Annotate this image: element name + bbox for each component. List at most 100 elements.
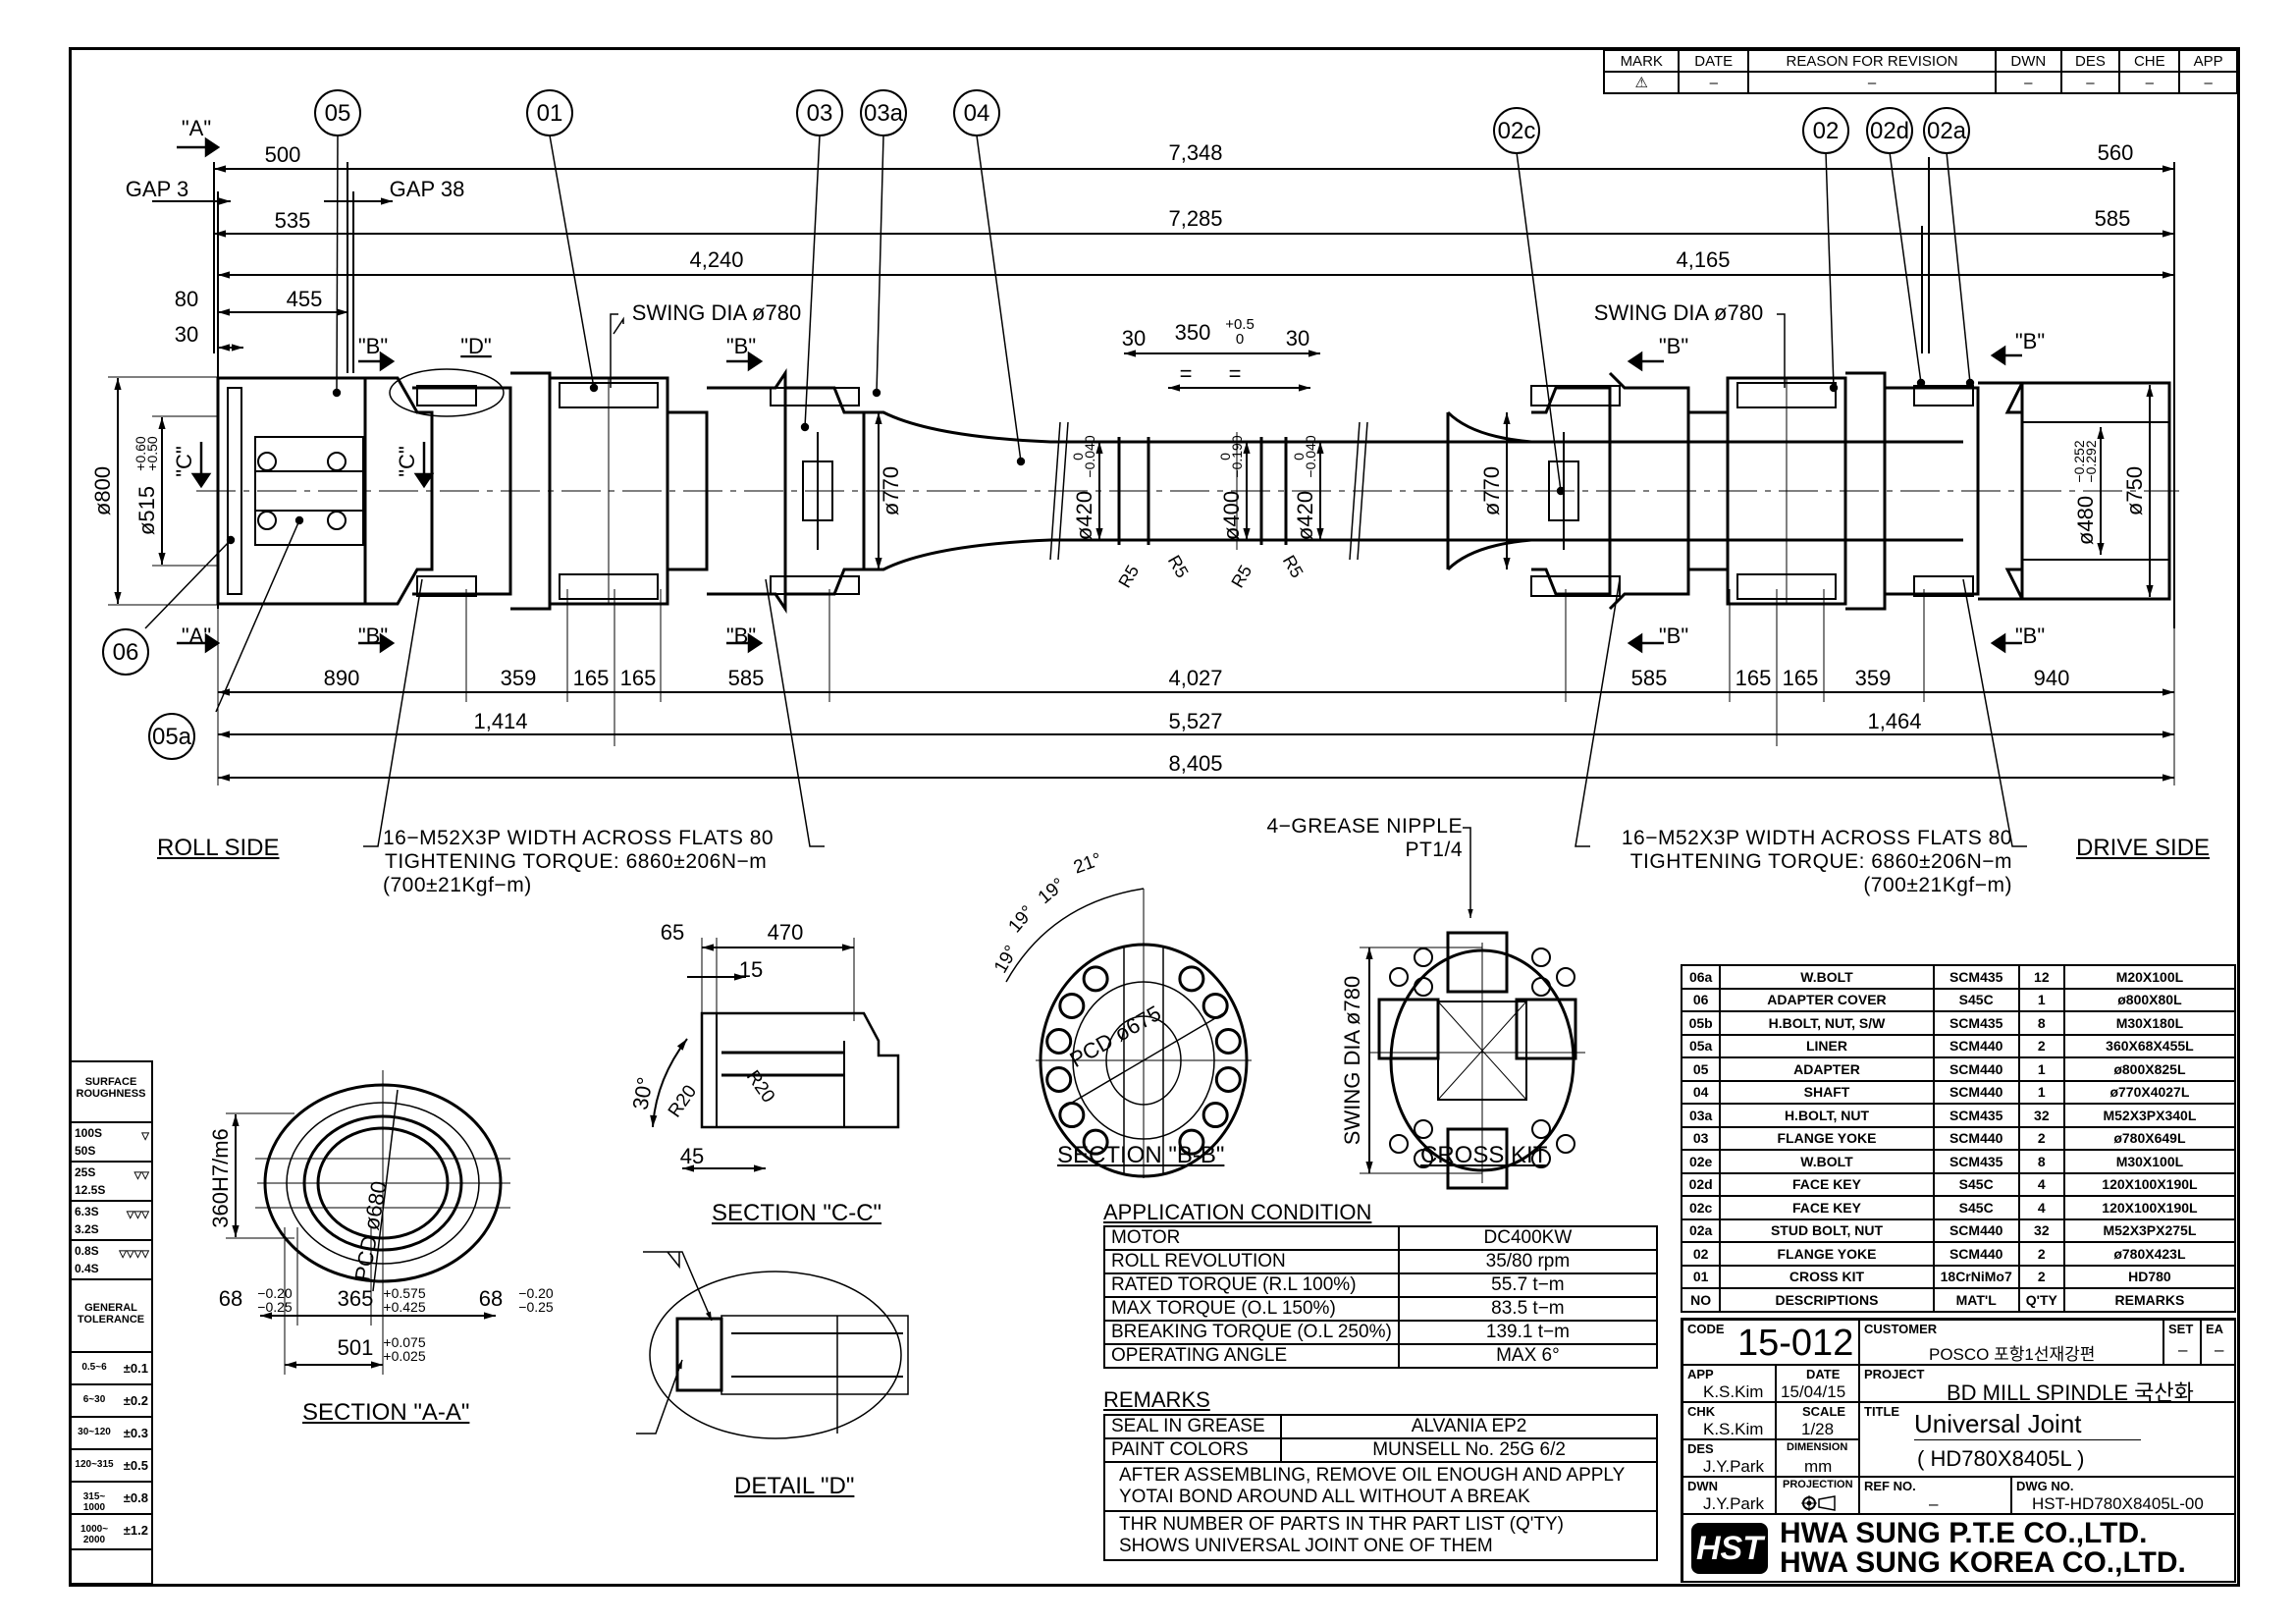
aa-dim-365-lo: +0.425 — [383, 1299, 425, 1315]
bolt-note-left-line3: (700±21Kgf−m) — [383, 874, 532, 896]
parts-cell: M30X100L — [2062, 1149, 2237, 1174]
parts-cell: 1 — [2017, 1056, 2065, 1082]
tb-dwg-label: DWG NO. — [2016, 1479, 2074, 1493]
balloon-04: 04 — [953, 89, 1000, 136]
dim-d400-tol-up: 0 — [1217, 453, 1233, 460]
balloon-02: 02 — [1802, 107, 1849, 154]
parts-cell: 4 — [2017, 1171, 2065, 1197]
parts-cell: 01 — [1680, 1264, 1722, 1289]
parts-cell: FLANGE YOKE — [1719, 1241, 1935, 1267]
dim-d420-left: ø420 — [1072, 491, 1096, 540]
tb-title-value: Universal Joint — [1914, 1409, 2141, 1440]
tb-dimension-label: DIMENSION — [1787, 1441, 1848, 1453]
aa-dim-68-left-up: −0.20 — [257, 1285, 293, 1301]
crosskit-bolt — [1389, 967, 1409, 987]
revision-value-cell: – — [1995, 71, 2062, 94]
tb-dwn-value: J.Y.Park — [1703, 1494, 1765, 1513]
application-param: OPERATING ANGLE — [1103, 1343, 1400, 1369]
parts-cell: 02d — [1680, 1171, 1722, 1197]
dim-gap3: GAP 3 — [126, 177, 188, 201]
parts-cell: ADAPTER COVER — [1719, 987, 1935, 1012]
parts-cell: 8 — [2017, 1010, 2065, 1036]
remarks-note-row: AFTER ASSEMBLING, REMOVE OIL ENOUGH AND … — [1103, 1461, 1658, 1512]
remarks-param: PAINT COLORS — [1102, 1437, 1283, 1463]
parts-cell: SCM435 — [1932, 964, 2020, 990]
tb-chk-label: CHK — [1687, 1404, 1716, 1419]
crosskit-bolt — [1531, 977, 1551, 997]
tb-scale-value: 1/28 — [1801, 1420, 1835, 1438]
bb-angle-21: 21° — [1071, 849, 1104, 879]
section-cc-label: SECTION "C-C" — [712, 1200, 882, 1226]
parts-cell: S45C — [1932, 987, 2020, 1012]
dim-d515-tol-up: +0.60 — [133, 436, 148, 471]
parts-cell: SCM440 — [1932, 1033, 2020, 1058]
parts-header-cell: REMARKS — [2062, 1287, 2237, 1313]
aa-dim-360: 360H7/m6 — [208, 1128, 233, 1228]
dim-585: 585 — [2095, 206, 2131, 231]
parts-header-cell: MAT'L — [1932, 1287, 2020, 1313]
dim-585-left: 585 — [728, 666, 765, 690]
dim-940: 940 — [2034, 666, 2070, 690]
parts-cell: 05a — [1680, 1033, 1722, 1058]
bolt-note-left: 16−M52X3P WIDTH ACROSS FLATS 80 TIGHTENI… — [383, 827, 774, 897]
parts-cell: SCM435 — [1932, 1010, 2020, 1036]
company-name-1: HWA SUNG P.T.E CO.,LTD. — [1780, 1517, 2148, 1549]
balloon-03: 03 — [796, 89, 843, 136]
parts-cell: M30X180L — [2062, 1010, 2237, 1036]
marker-b-6: "B" — [1659, 623, 1688, 648]
tb-date-value: 15/04/15 — [1781, 1382, 1846, 1401]
revision-value-cell: – — [2059, 71, 2121, 94]
drive-side-hub — [2020, 381, 2171, 601]
tb-code-label: CODE — [1687, 1322, 1725, 1336]
tb-customer-cell: CUSTOMER POSCO 포항1선재강편 — [1859, 1320, 2163, 1365]
tb-code-value: 15-012 — [1737, 1323, 1854, 1364]
title-block: CODE 15-012 CUSTOMER POSCO 포항1선재강편 SET –… — [1681, 1318, 2236, 1583]
dim-d480-tol-up: −0.252 — [2071, 440, 2087, 482]
parts-cell: M52X3PX340L — [2062, 1103, 2237, 1128]
revision-header-cell: DATE — [1678, 49, 1750, 73]
parts-header-cell: NO — [1680, 1287, 1722, 1313]
dim-5527: 5,527 — [1168, 709, 1222, 733]
parts-cell: 360X68X455L — [2062, 1033, 2237, 1058]
dim-d750: ø750 — [2122, 466, 2147, 515]
balloon-05: 05 — [314, 89, 361, 136]
bb-bolt-hex — [1045, 1027, 1073, 1055]
roughness-grade-2: 0.4S — [75, 1262, 99, 1275]
radius-r5-3: R5 — [1227, 562, 1255, 591]
tolerance-value: ±1.2 — [123, 1523, 148, 1538]
bb-bolt-hex — [1201, 992, 1229, 1019]
parts-cell: H.BOLT, NUT — [1719, 1103, 1935, 1128]
parts-cell: 02a — [1680, 1218, 1722, 1243]
bb-bolt-hex — [1214, 1066, 1242, 1094]
bb-bolt-hex — [1178, 965, 1205, 993]
tb-ref-cell: REF NO. – — [1859, 1477, 2011, 1514]
parts-cell: ADAPTER — [1719, 1056, 1935, 1082]
roughness-grade-1: 6.3S — [75, 1205, 99, 1218]
remarks-param: SEAL IN GREASE — [1102, 1414, 1283, 1439]
balloon-01: 01 — [526, 89, 573, 136]
tb-ref-value: – — [1929, 1494, 1939, 1513]
tolerance-range: 6~30 — [82, 1394, 106, 1405]
bb-bolt-hex — [1214, 1027, 1242, 1055]
tb-set-cell: SET – — [2163, 1320, 2201, 1365]
balloon-02c-label: 02c — [1498, 118, 1536, 144]
tolerance-range: 0.5~6 — [81, 1362, 107, 1373]
tolerance-value: ±0.3 — [123, 1426, 148, 1440]
dim-359-right: 359 — [1855, 666, 1892, 690]
tb-scale-cell: SCALE 1/28 — [1776, 1402, 1859, 1439]
tb-customer-label: CUSTOMER — [1864, 1322, 1938, 1336]
tb-des-value: J.Y.Park — [1703, 1457, 1765, 1476]
parts-cell: 02e — [1680, 1149, 1722, 1174]
parts-cell: 32 — [2017, 1218, 2065, 1243]
parts-cell: SCM440 — [1932, 1125, 2020, 1151]
cc-dim-65: 65 — [661, 920, 684, 945]
tb-title-cell: TITLE Universal Joint ( HD780X8405L ) — [1859, 1402, 2236, 1477]
parts-cell: 2 — [2017, 1264, 2065, 1289]
application-value: 83.5 t−m — [1397, 1296, 1659, 1322]
